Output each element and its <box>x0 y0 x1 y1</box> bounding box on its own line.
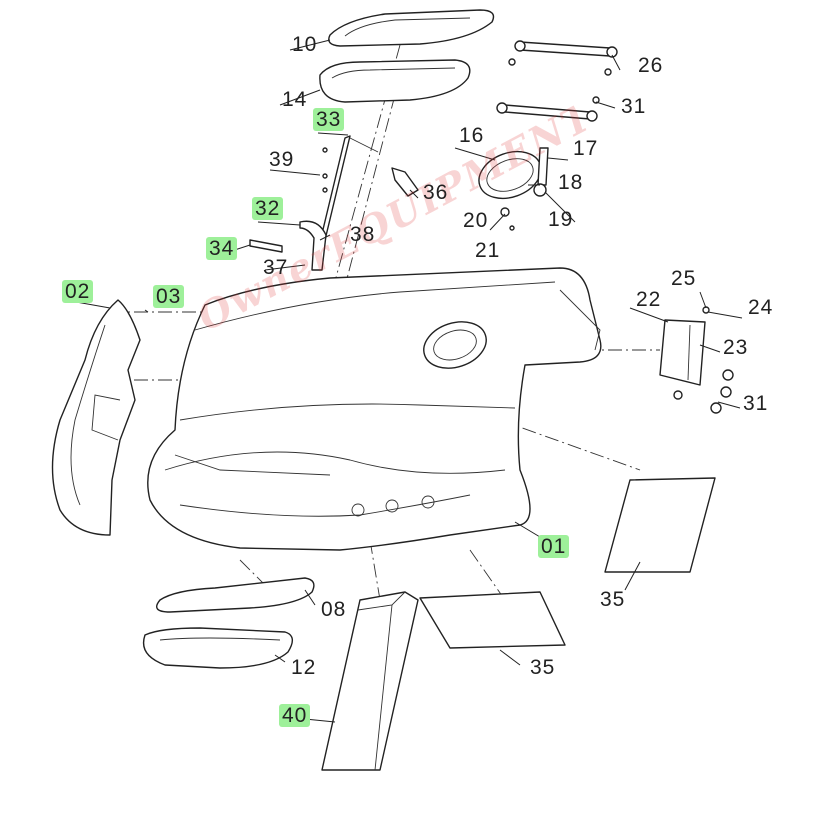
label-part-25: 25 <box>671 267 697 290</box>
label-part-19: 19 <box>548 208 574 231</box>
part-02-grille <box>51 299 141 536</box>
part-10-top-trim <box>328 9 495 47</box>
part-22-hinge-bracket <box>659 306 734 414</box>
label-part-26: 26 <box>638 54 664 77</box>
part-32-bracket <box>249 220 327 271</box>
label-part-20: 20 <box>463 209 489 232</box>
label-part-33: 33 <box>313 108 345 131</box>
label-part-08: 08 <box>321 598 347 621</box>
label-part-14: 14 <box>282 88 308 111</box>
label-part-38: 38 <box>350 223 376 246</box>
label-part-35-right: 35 <box>600 588 626 611</box>
label-part-21: 21 <box>475 239 501 262</box>
part-16-fuel-cap <box>478 147 549 231</box>
part-08-lower-trim <box>156 577 315 613</box>
label-part-16: 16 <box>459 124 485 147</box>
label-part-12: 12 <box>291 656 317 679</box>
label-part-31-right: 31 <box>743 392 769 415</box>
label-part-37: 37 <box>263 256 289 279</box>
label-part-17: 17 <box>573 137 599 160</box>
label-part-18: 18 <box>558 171 584 194</box>
part-35-pad-right <box>604 477 716 573</box>
part-01-hood <box>147 267 602 551</box>
label-part-24: 24 <box>748 296 774 319</box>
part-31-gas-strut <box>496 96 600 122</box>
label-part-23: 23 <box>723 336 749 359</box>
label-part-03: 03 <box>153 285 185 308</box>
label-part-22: 22 <box>636 288 662 311</box>
label-part-01: 01 <box>538 535 570 558</box>
label-part-10: 10 <box>292 33 318 56</box>
label-part-32: 32 <box>252 197 284 220</box>
part-12-lower-trim <box>142 627 293 669</box>
label-part-34: 34 <box>206 237 238 260</box>
label-part-31-top: 31 <box>621 95 647 118</box>
label-part-40: 40 <box>279 704 311 727</box>
label-part-39: 39 <box>269 148 295 171</box>
part-14-trim <box>319 59 471 103</box>
part-40-foam-block <box>321 591 419 771</box>
label-part-36: 36 <box>423 181 449 204</box>
part-35-pad-bottom <box>419 591 566 649</box>
label-part-35-bottom: 35 <box>530 656 556 679</box>
part-26-gas-strut <box>508 40 618 76</box>
label-part-02: 02 <box>62 280 94 303</box>
